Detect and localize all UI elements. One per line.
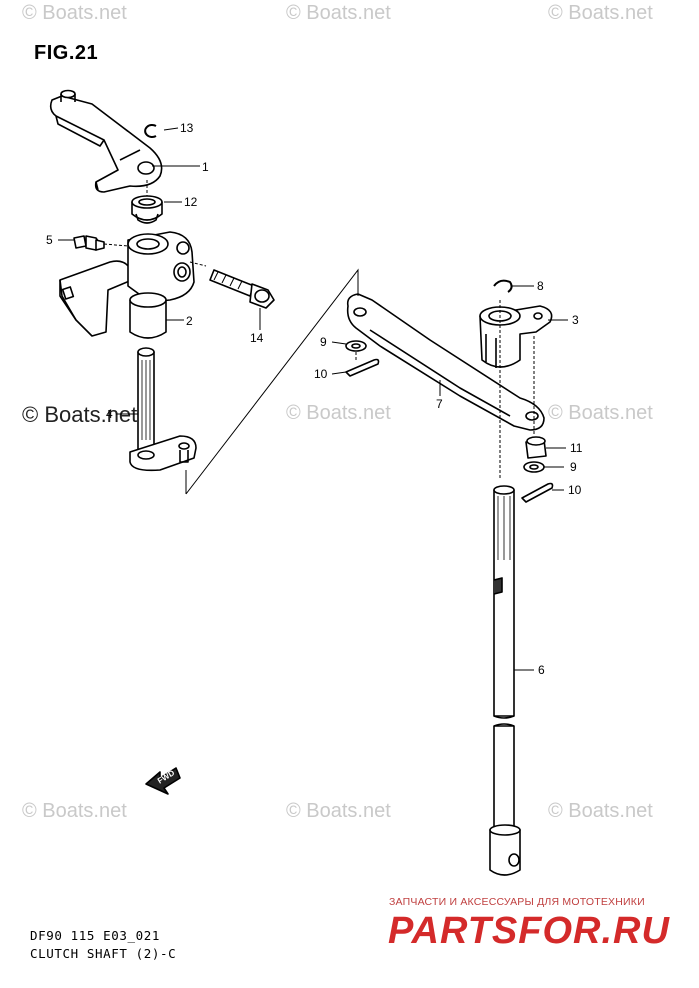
brand-logo: PARTSFOR.RU [388, 910, 670, 952]
watermark: © Boats.net [548, 800, 653, 822]
watermark: © Boats.net [22, 2, 127, 24]
callout-5: 5 [46, 233, 53, 247]
watermark: © Boats.net [22, 800, 127, 822]
forward-direction-marker [145, 767, 181, 795]
shift-lever-part [49, 89, 163, 193]
callout-14: 14 [250, 331, 264, 345]
callout-3: 3 [572, 313, 579, 327]
clutch-shaft-part [129, 347, 197, 472]
callout-11: 11 [570, 441, 583, 455]
bolt-part [209, 269, 275, 309]
watermark: © Boats.net [286, 402, 391, 424]
brand-subtitle: ЗАПЧАСТИ И АКСЕССУАРЫ ДЛЯ МОТОТЕХНИКИ [389, 896, 645, 908]
diagram-code: DF90 115 E03_021 [30, 928, 161, 943]
cotter-pin-part [345, 358, 380, 377]
clutch-bracket-part [59, 231, 195, 339]
leader-line [163, 127, 179, 131]
long-clutch-shaft-part [489, 485, 521, 876]
clutch-cam-part [479, 305, 553, 368]
watermark: © Boats.net [286, 800, 391, 822]
callout-1: 1 [202, 160, 209, 174]
callout-7: 7 [436, 397, 443, 411]
watermark: © Boats.net [286, 2, 391, 24]
grease-nipple-part [73, 235, 105, 251]
leader-line [331, 341, 347, 345]
washer-part [351, 343, 361, 349]
assembly-line [189, 261, 207, 267]
cotter-pin-part [521, 482, 554, 503]
callout-4: 4 [106, 407, 113, 421]
linkage-rod-part [346, 293, 545, 431]
assembly-line [185, 268, 359, 495]
leader-line [331, 371, 347, 375]
callout-10: 10 [568, 483, 582, 497]
assembly-line [103, 243, 129, 247]
callout-12: 12 [184, 195, 198, 209]
figure-title: FIG.21 [34, 42, 99, 64]
bushing-part [131, 195, 163, 224]
clip-part [493, 279, 513, 293]
callout-9: 9 [570, 460, 577, 474]
diagram-caption: CLUTCH SHAFT (2)-C [30, 946, 177, 961]
nut-part [525, 436, 547, 459]
callout-13: 13 [180, 121, 194, 135]
watermark: © Boats.net [548, 402, 653, 424]
callout-8: 8 [537, 279, 544, 293]
callout-6: 6 [538, 663, 545, 677]
e-clip-part [144, 124, 157, 138]
watermark: © Boats.net [548, 2, 653, 24]
callout-2: 2 [186, 314, 193, 328]
callout-9: 9 [320, 335, 327, 349]
callout-10: 10 [314, 367, 328, 381]
washer-part [529, 464, 539, 470]
